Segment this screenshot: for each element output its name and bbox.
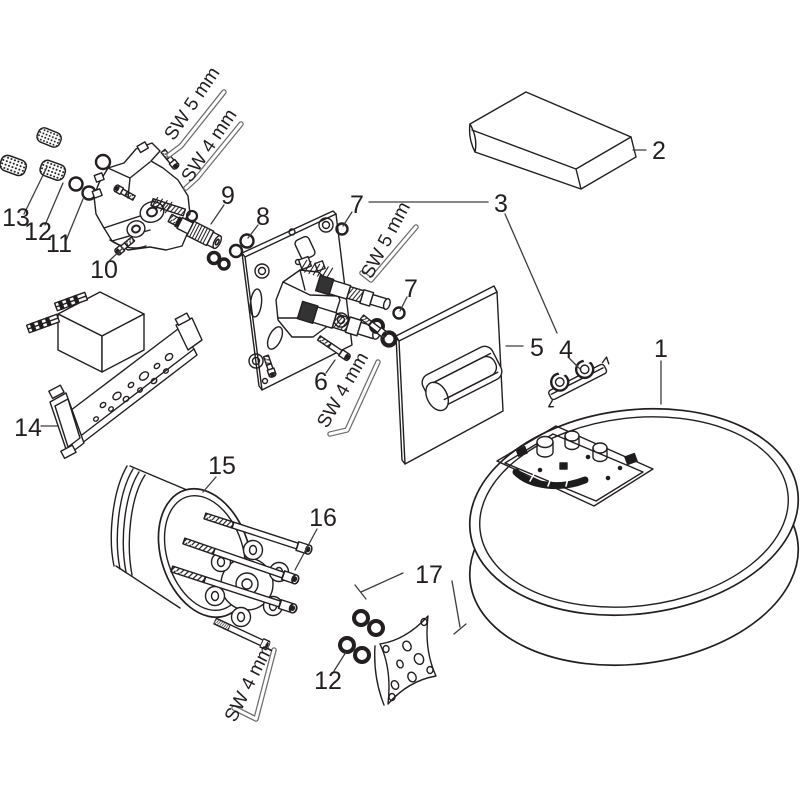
o-ring-icon bbox=[367, 619, 385, 637]
part-label-9: 9 bbox=[221, 182, 235, 210]
part-label-6: 6 bbox=[314, 368, 328, 396]
o-ring-icon bbox=[392, 306, 406, 320]
extension-assembly bbox=[110, 465, 437, 706]
bracket-leader-17 bbox=[354, 572, 467, 635]
part-label-12-lower: 12 bbox=[314, 667, 342, 695]
part-label-7-upper: 7 bbox=[350, 191, 364, 219]
o-ring-icon bbox=[335, 222, 349, 236]
tool-size-labels: SW 5 mm SW 4 mm SW 5 mm SW 4 mm SW 4 mm bbox=[160, 63, 415, 725]
o-ring-icon bbox=[338, 636, 356, 654]
clip-icon bbox=[574, 355, 595, 380]
mounting-rail-assembly bbox=[25, 291, 203, 460]
o-ring-icon bbox=[352, 609, 370, 627]
valve-body-assembly bbox=[0, 125, 231, 271]
part-label-12-upper: 12 bbox=[24, 218, 52, 246]
pipe-union-icon bbox=[314, 274, 391, 311]
clip-icon bbox=[550, 367, 570, 392]
hex-key-icon bbox=[183, 121, 244, 191]
hex-key-icon bbox=[327, 359, 381, 437]
part-label-17: 17 bbox=[415, 561, 443, 589]
part-label-8: 8 bbox=[256, 203, 270, 231]
o-ring-icon bbox=[185, 209, 199, 223]
part-label-3: 3 bbox=[494, 190, 508, 218]
cover-plate bbox=[395, 285, 504, 465]
insulation-block bbox=[468, 91, 637, 190]
grip-recess bbox=[421, 345, 503, 412]
o-ring-icon bbox=[94, 153, 112, 171]
mounting-plate-assembly bbox=[228, 210, 406, 391]
hex-key-icon bbox=[231, 647, 277, 722]
spacer-block bbox=[25, 291, 145, 373]
hex-key-icon bbox=[166, 89, 227, 158]
part-label-11: 11 bbox=[46, 230, 72, 258]
base-unit-disc bbox=[468, 407, 800, 667]
o-ring-icon bbox=[228, 243, 244, 259]
part-label-5: 5 bbox=[530, 334, 544, 362]
part-label-16: 16 bbox=[309, 504, 337, 532]
o-ring-icon bbox=[217, 257, 231, 271]
part-label-13: 13 bbox=[2, 204, 30, 232]
part-label-2: 2 bbox=[652, 137, 666, 165]
o-ring-icon bbox=[239, 233, 255, 249]
part-label-7-lower: 7 bbox=[404, 275, 418, 303]
o-ring-icon bbox=[206, 250, 222, 266]
diagram-art bbox=[0, 91, 800, 706]
leader-lines bbox=[23, 149, 662, 672]
knurled-plug-icon bbox=[37, 157, 68, 183]
o-ring-icon bbox=[68, 176, 84, 192]
mounting-pin-icon bbox=[25, 313, 61, 334]
pipe-clip-bracket bbox=[548, 355, 610, 408]
part-label-10: 10 bbox=[90, 256, 118, 284]
part-number-labels: 13 12 11 10 9 8 7 3 2 7 5 4 6 1 14 15 16… bbox=[2, 137, 668, 695]
mounting-pin-icon bbox=[53, 291, 89, 312]
part-label-14: 14 bbox=[14, 414, 42, 442]
knurled-plug-icon bbox=[0, 152, 29, 179]
hex-key-icon bbox=[359, 224, 419, 283]
seal-gasket bbox=[374, 615, 437, 706]
part-label-4: 4 bbox=[559, 336, 573, 364]
hex-keys bbox=[166, 89, 419, 722]
rail-holes bbox=[92, 352, 174, 422]
o-ring-icon bbox=[353, 646, 371, 664]
embedded-valve-unit bbox=[496, 425, 654, 507]
part-label-15: 15 bbox=[208, 452, 236, 480]
knurled-plug-icon bbox=[34, 125, 64, 150]
part-label-1: 1 bbox=[654, 335, 668, 363]
cartridge-icon bbox=[167, 213, 223, 250]
